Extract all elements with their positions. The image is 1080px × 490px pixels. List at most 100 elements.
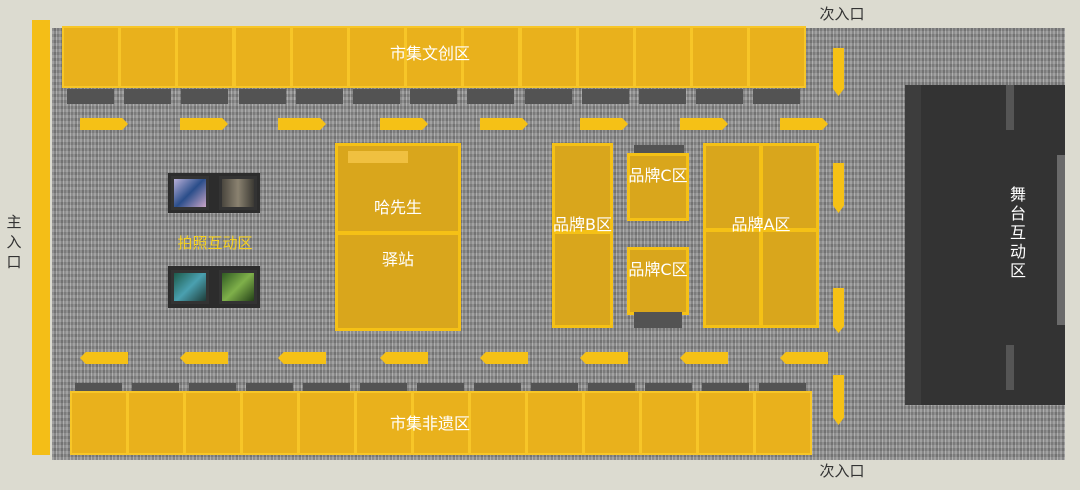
stall-counter <box>181 89 229 104</box>
ha-xiansheng-label: 哈先生 <box>373 198 422 217</box>
stage-area <box>905 85 1065 405</box>
stall-counter <box>410 89 458 104</box>
bottom-market-label: 市集非遗区 <box>389 414 470 433</box>
stall-counter <box>360 383 407 393</box>
stall-counter <box>639 89 686 104</box>
market-stall <box>70 391 128 455</box>
stall-counter <box>246 383 293 393</box>
stall-counter <box>132 383 179 393</box>
photo-image <box>219 176 257 210</box>
stall-counter <box>696 89 744 104</box>
stall-counter <box>467 89 515 104</box>
stall-counter <box>588 383 635 393</box>
market-stall <box>62 26 120 88</box>
stage-side-panel <box>1057 155 1065 325</box>
arrow-right-icon <box>780 118 828 130</box>
brand-b-label: 品牌B区 <box>553 215 612 234</box>
stage-edge <box>905 85 921 405</box>
stage-pillar <box>1006 85 1014 130</box>
arrow-right-icon <box>580 118 628 130</box>
arrow-left-icon <box>480 352 528 364</box>
arrow-right-icon <box>80 118 128 130</box>
market-stall <box>412 391 470 455</box>
market-stall <box>355 391 413 455</box>
top-market-label: 市集文创区 <box>389 44 470 63</box>
market-stall <box>754 391 812 455</box>
market-stall <box>583 391 641 455</box>
secondary-entrance-top-label: 次入口 <box>819 5 865 23</box>
market-stall <box>119 26 178 88</box>
brand-c-bottom-label: 品牌C区 <box>628 260 688 279</box>
arrow-right-icon <box>278 118 326 130</box>
arrow-down-icon <box>833 48 844 96</box>
photo-image <box>219 270 257 304</box>
stall-counter <box>189 383 236 393</box>
brand-c-top-zone <box>627 153 689 221</box>
market-stall <box>691 26 750 88</box>
stall-counter <box>753 89 801 104</box>
market-stall <box>290 26 349 88</box>
stall-counter <box>353 89 400 104</box>
market-stall <box>184 391 242 455</box>
market-stall <box>241 391 299 455</box>
stall-counter <box>124 89 172 104</box>
market-stall <box>405 26 464 88</box>
arrow-right-icon <box>680 118 728 130</box>
brand-b-zone <box>552 143 613 328</box>
station-label: 驿站 <box>381 250 414 269</box>
brand-b-divider <box>555 230 610 234</box>
stall-counter <box>702 383 749 393</box>
stall-counter <box>581 89 629 104</box>
stall-counter <box>238 89 286 104</box>
brand-a-divider <box>706 228 816 232</box>
stall-counter <box>759 383 806 393</box>
stall-counter <box>67 89 114 104</box>
market-stall <box>640 391 698 455</box>
market-stall <box>519 26 578 88</box>
ha-xiansheng-station <box>335 143 461 331</box>
arrow-right-icon <box>380 118 428 130</box>
stall-counter <box>75 383 122 393</box>
arrow-left-icon <box>180 352 228 364</box>
stall-counter <box>531 383 578 393</box>
market-stall <box>348 26 406 88</box>
market-stall <box>697 391 755 455</box>
brand-a-label: 品牌A区 <box>731 215 791 234</box>
market-stall <box>576 26 635 88</box>
stage-pillar <box>1006 345 1014 390</box>
market-stall <box>748 26 807 88</box>
stall-counter <box>295 89 343 104</box>
market-stall <box>462 26 521 88</box>
arrow-right-icon <box>180 118 228 130</box>
photo-image <box>171 270 209 304</box>
station-divider <box>338 231 458 235</box>
stage-label: 舞台互动区 <box>1009 185 1026 280</box>
arrow-left-icon <box>780 352 828 364</box>
arrow-left-icon <box>680 352 728 364</box>
arrow-left-icon <box>278 352 326 364</box>
market-stall <box>634 26 692 88</box>
stall-counter <box>474 383 521 393</box>
stall-counter <box>417 383 464 393</box>
arrow-right-icon <box>480 118 528 130</box>
brand-c-top-counter <box>634 145 684 155</box>
stall-counter <box>524 89 572 104</box>
arrow-left-icon <box>580 352 628 364</box>
main-entrance-label: 主入口 <box>6 213 22 271</box>
arrow-left-icon <box>380 352 428 364</box>
arrow-down-icon <box>833 163 844 213</box>
arrow-left-icon <box>80 352 128 364</box>
photo-image <box>171 176 209 210</box>
market-stall <box>526 391 584 455</box>
photo-zone-label: 拍照互动区 <box>177 234 253 252</box>
secondary-entrance-bottom-label: 次入口 <box>819 462 865 480</box>
arrow-down-icon <box>833 375 844 425</box>
brand-c-bottom-counter <box>634 312 682 328</box>
stall-counter <box>645 383 692 393</box>
main-entrance-bar <box>32 20 50 455</box>
station-counter <box>348 151 408 163</box>
arrow-down-icon <box>833 288 844 333</box>
market-stall <box>127 391 185 455</box>
brand-c-bottom-zone <box>627 247 689 315</box>
